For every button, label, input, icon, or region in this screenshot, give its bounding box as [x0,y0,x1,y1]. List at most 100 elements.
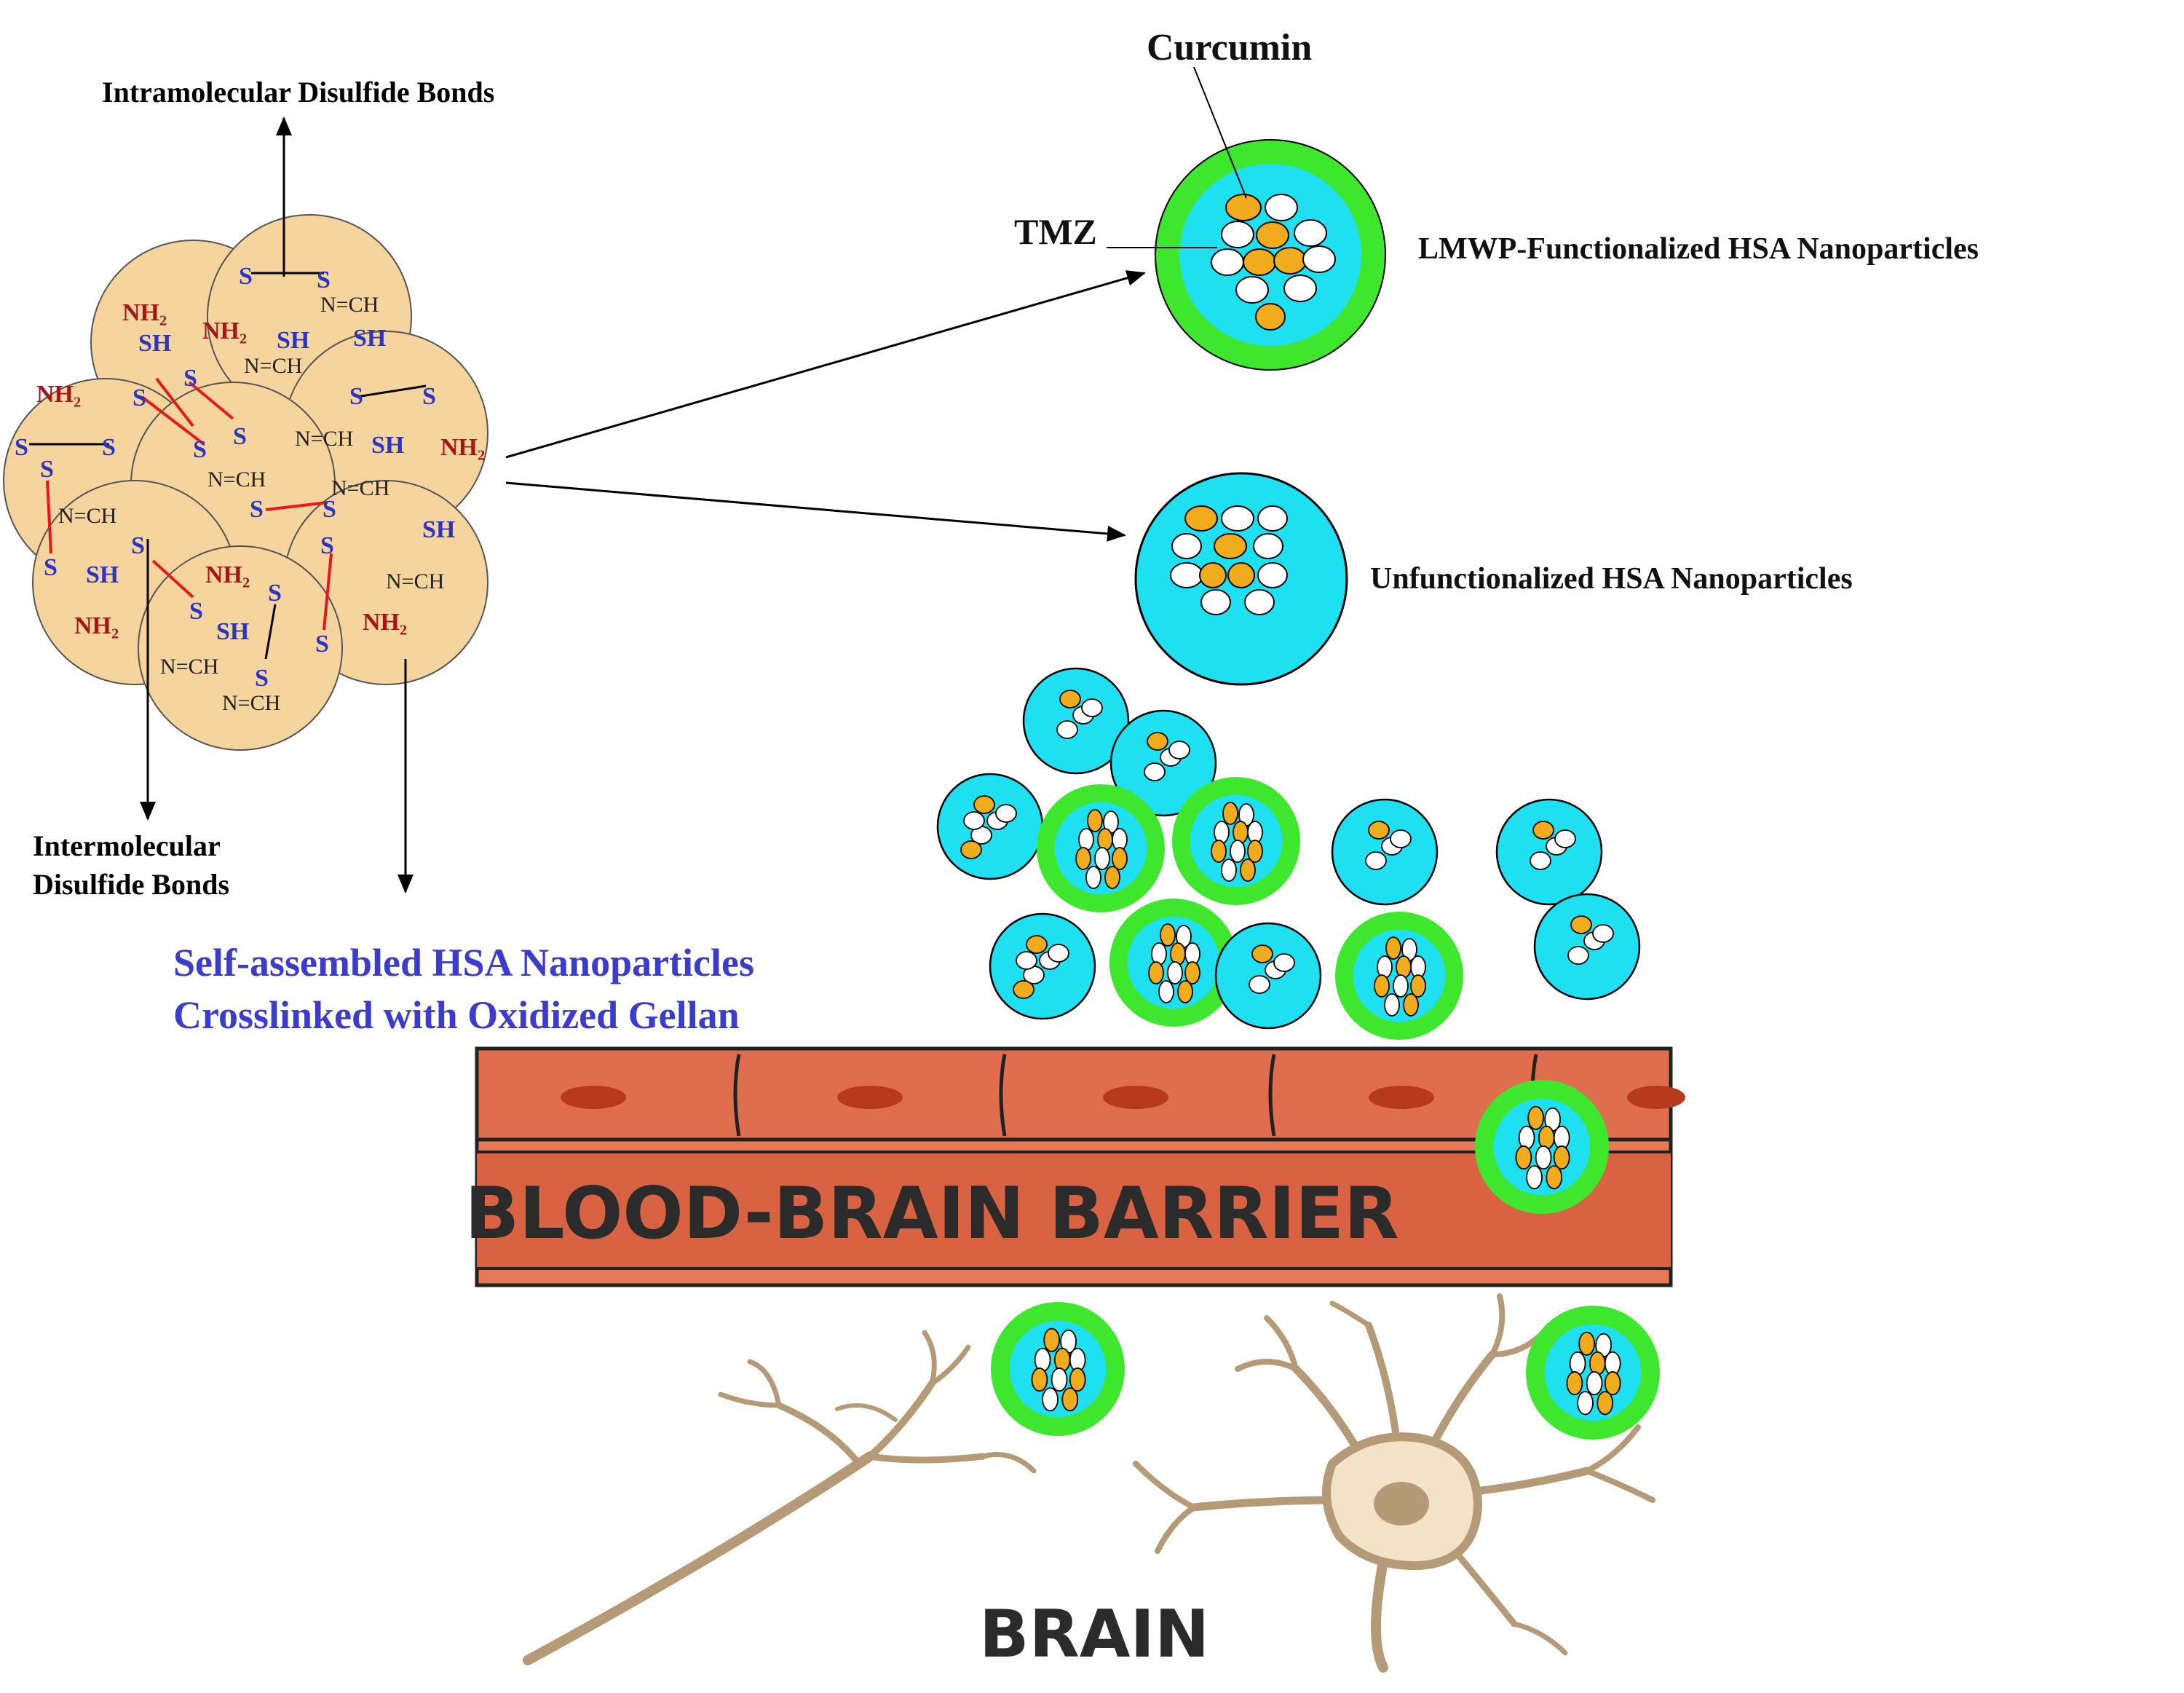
tmz-drug [1283,275,1317,302]
self-assembled-title-line2: Crosslinked with Oxidized Gellan [173,993,740,1037]
curcumin-pointer [1193,66,1247,199]
tmz-drug [995,804,1017,823]
curcumin-drug [1588,1351,1606,1376]
tmz-drug [1253,533,1283,559]
tmz-drug [1171,533,1202,559]
lmwp-nanoparticle-large [1155,139,1386,371]
tmz-drug [1244,589,1275,615]
unfunctionalized-nanoparticle [1214,922,1322,1030]
tmz-drug [1151,942,1167,966]
curcumin-drug [1148,961,1164,984]
blood-brain-barrier: BLOOD-BRAIN BARRIER [464,1046,1685,1287]
tmz-drug [1518,1125,1535,1151]
imine-label: N=CH [331,476,389,500]
tmz-drug [1377,955,1393,979]
disulfide-bond-intermolecular [141,395,205,446]
thiol-s-label: S [422,383,436,410]
imine-label: N=CH [160,655,218,679]
tmz-drug [1586,1371,1603,1396]
neuron-cell-body [1322,1432,1483,1571]
curcumin-drug [1410,974,1426,998]
curcumin-drug [1553,1145,1570,1170]
imine-label: N=CH [58,504,116,528]
bbb-label: BLOOD-BRAIN BARRIER [464,1172,1398,1255]
tmz-drug [1257,505,1288,532]
cell-nucleus [837,1086,903,1109]
curcumin-drug [1075,847,1091,870]
tmz-drug [1390,829,1412,848]
tmz-label: TMZ [1014,211,1097,252]
thiol-s-label: S [131,532,145,559]
curcumin-drug [1043,1327,1060,1352]
thiol-s-label: S [189,598,203,625]
tmz-drug [1221,505,1254,532]
tmz-drug [1273,953,1295,972]
neuron-right [1133,1293,1655,1673]
curcumin-drug [1273,247,1307,275]
cell-nucleus [1369,1086,1434,1109]
disulfide-bond-intramolecular [264,604,277,660]
tmz-drug [1056,720,1078,739]
thiol-s-label: S [183,365,197,392]
imine-label: N=CH [386,569,444,593]
thiol-sh-label: SH [216,618,249,645]
unfunctionalized-nanoparticle-large [1134,472,1348,686]
lmwp-label: LMWP-Functionalized HSA Nanoparticles [1418,232,1979,266]
tmz-drug [1221,221,1254,248]
thiol-s-label: S [15,434,28,461]
intermolecular-label-line1: Intermolecular [33,829,221,862]
thiol-s-label: S [315,631,329,658]
imine-label: N=CH [222,691,280,715]
thiol-sh-label: SH [277,327,309,354]
thiol-s-label: S [323,496,336,523]
tmz-drug [1530,851,1551,870]
curcumin-drug [1222,802,1238,825]
lmwp-nanoparticle [1335,912,1463,1040]
curcumin-drug [1240,859,1256,882]
tmz-drug [1170,562,1203,588]
imine-label: N=CH [295,427,353,451]
curcumin-drug [1403,993,1419,1017]
curcumin-drug [1578,1331,1595,1356]
tmz-drug [1048,944,1069,963]
tmz-drug [1211,248,1244,276]
amine-label: NH₂ [363,609,407,636]
thiol-s-label: S [317,267,331,293]
curcumin-drug [1374,974,1390,998]
self-assembled-title-line1: Self-assembled HSA Nanoparticles [173,941,754,984]
tmz-drug [1042,1387,1059,1412]
tmz-drug [1569,1351,1586,1376]
disulfide-bond-intermolecular [46,480,52,554]
arrow-to-unfunctionalized [505,481,1126,542]
curcumin-drug [1256,221,1289,249]
curcumin-drug [1225,194,1262,221]
tmz-drug [1592,924,1614,943]
curcumin-drug [1104,866,1120,889]
unfunctionalized-nanoparticle [1109,709,1217,817]
curcumin-drug [1251,944,1273,963]
tmz-drug [1221,859,1237,882]
disulfide-bond-intermolecular [188,381,234,420]
disulfide-bond-intermolecular [265,501,328,511]
neurons [523,1293,1655,1673]
tmz-drug [1235,276,1269,304]
thiol-s-label: S [320,532,334,559]
tmz-drug [1365,851,1387,870]
tmz-drug [1158,980,1174,1003]
curcumin-drug [1059,690,1081,709]
curcumin-drug [1227,562,1255,588]
thiol-sh-label: SH [422,516,455,543]
curcumin-drug [1097,828,1113,851]
disulfide-bond-intermolecular [155,377,194,427]
curcumin-drug [1147,732,1168,751]
tmz-drug [1078,828,1094,851]
tmz-drug [1393,974,1409,998]
curcumin-drug [1013,980,1034,999]
thiol-s-label: S [250,496,264,523]
imine-label: N=CH [320,293,379,317]
disulfide-bonds [29,272,427,660]
curcumin-drug [1597,1391,1614,1416]
tmz-drug [1249,975,1270,994]
disulfide-bond-intermolecular [151,559,194,599]
curcumin-drug [1026,935,1048,954]
